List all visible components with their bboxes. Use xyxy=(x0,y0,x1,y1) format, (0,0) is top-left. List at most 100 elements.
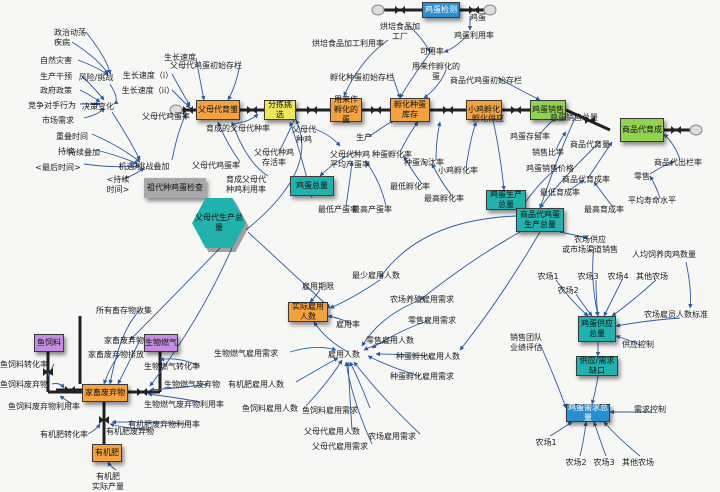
causal-link-25 xyxy=(405,23,431,53)
stock-egg-demand-total[interactable]: 鸡蛋需求总量 xyxy=(566,403,610,422)
var-sales-ratio: 销售比率 xyxy=(532,148,564,157)
stock-supply-demand-gap[interactable]: 供应/需求缺口 xyxy=(576,356,618,376)
causal-link-93 xyxy=(59,395,73,405)
var-time: <持续时间> xyxy=(106,175,130,194)
var-farm-employees: 农场雇员人数标准 xyxy=(644,310,708,319)
causal-link-60 xyxy=(611,279,657,317)
stock-bio-gas[interactable]: 生物燃气 xyxy=(144,334,178,352)
causal-link-21 xyxy=(217,121,241,163)
var-farm2: 农场2 xyxy=(557,286,579,295)
causal-link-107 xyxy=(247,231,331,309)
var-parent-egg-rate: 父母代鸡蛋率 xyxy=(142,112,190,121)
causal-link-65 xyxy=(590,375,599,405)
var-demand-control: 需求控制 xyxy=(634,405,666,414)
var-organic-rate: 有机肥转化率 xyxy=(40,430,88,439)
valve-storage xyxy=(371,106,381,114)
var-retail-employ-demand: 零售雇用需求 xyxy=(408,316,456,325)
causal-link-76 xyxy=(361,299,421,347)
causal-link-103 xyxy=(419,231,521,301)
stock-egg-production-total[interactable]: 鸡蛋生产总量 xyxy=(486,190,526,210)
causal-link-101 xyxy=(129,247,221,341)
var-employ-limit: 雇用期限 xyxy=(302,282,334,291)
var-other-farm: 其他农场 xyxy=(636,272,668,281)
stock-commercial-growing[interactable]: 商品代育成 xyxy=(620,118,664,142)
causal-link-95 xyxy=(149,383,209,392)
causal-link-13 xyxy=(171,113,187,161)
var-government-policy: 政府政策 xyxy=(40,86,72,95)
stock-commercial-egg-production[interactable]: 商品代鸡蛋生产总量 xyxy=(516,208,564,232)
causal-link-36 xyxy=(365,161,387,207)
causal-link-94 xyxy=(159,356,201,367)
causal-link-4 xyxy=(79,89,101,103)
causal-link-34 xyxy=(319,151,357,177)
stock-fish-feed[interactable]: 鱼饲料 xyxy=(34,334,64,352)
causal-link-90 xyxy=(103,353,121,385)
causal-link-54 xyxy=(559,231,589,240)
causal-link-58 xyxy=(595,279,600,317)
valve-hatching xyxy=(307,106,317,114)
causal-link-61 xyxy=(685,261,693,309)
stock-livestock-waste[interactable]: 家畜废弃物 xyxy=(82,384,128,402)
causal-link-75 xyxy=(313,321,349,353)
var-organic-waste: 有机肥废弃物 xyxy=(106,427,154,436)
var-growth-rate-ii: 生长速度（ii） xyxy=(121,86,175,95)
causal-link-68 xyxy=(549,421,573,437)
causal-link-2 xyxy=(77,59,109,77)
causal-link-100 xyxy=(107,461,117,471)
causal-link-46 xyxy=(555,131,567,151)
var-retail-employee: 零售雇用人数 xyxy=(366,336,414,345)
stock-parent-breeding[interactable]: 父母代育雏 xyxy=(196,100,240,120)
causal-link-105 xyxy=(379,215,517,279)
stock-hatching-egg[interactable]: 用来作孵化的蛋 xyxy=(330,95,362,124)
stock-chick-hatching[interactable]: 小鸡孵化 xyxy=(466,100,502,120)
var-chick-hatch-rate: 小鸡孵化率 xyxy=(438,166,478,175)
causal-link-80 xyxy=(367,355,421,377)
cloud-top-left xyxy=(371,4,385,16)
stock-organic-fertilizer[interactable]: 有机肥 xyxy=(92,444,122,462)
var-organic-employee: 有机肥雇用人数 xyxy=(228,380,284,389)
causal-link-99 xyxy=(111,419,187,425)
stock-egg-sales[interactable]: 鸡蛋销售 xyxy=(530,100,566,120)
flow-valves xyxy=(43,4,703,424)
var-max-hatch-rate: 最高孵化率 xyxy=(424,194,464,203)
causal-link-1 xyxy=(71,41,109,75)
causal-link-10 xyxy=(95,149,139,165)
causal-link-11 xyxy=(83,163,141,169)
var-organic-waste-use: 有机肥废弃物利用率 xyxy=(128,420,200,429)
stock-actual-employees[interactable]: 实际雇用人数 xyxy=(288,302,328,322)
stock-grading-selection[interactable]: 分拣挑选 xyxy=(264,100,296,120)
causal-link-84 xyxy=(349,361,371,409)
causal-link-30 xyxy=(423,69,447,99)
causal-link-6 xyxy=(83,107,105,119)
stock-egg-inspection[interactable]: 鸡蛋检测 xyxy=(422,2,460,18)
causal-link-92 xyxy=(51,383,65,389)
stock-egg-total[interactable]: 鸡蛋总量 xyxy=(290,176,334,196)
var-latest-time: <最后时间> xyxy=(35,163,81,172)
var-egg: 鸡蛋 xyxy=(470,13,486,22)
cloud-left xyxy=(169,104,183,116)
causal-link-52 xyxy=(649,161,675,175)
stock-egg-supply-total[interactable]: 鸡蛋供应总量 xyxy=(578,316,616,342)
stock-hatch-storage[interactable]: 孵化种蛋库存 xyxy=(390,98,430,122)
var-natural-disaster: 自然灾害 xyxy=(40,56,72,65)
var-opportunity-overlay: 机遇/挑战叠加 xyxy=(118,162,170,171)
var-commercial-egg-init: 商品代鸡蛋初始存栏 xyxy=(450,76,522,85)
var-d-farm1: 农场1 xyxy=(535,438,557,447)
var-raised-parent-rate: 育成的父母代种率 xyxy=(206,124,270,133)
causal-link-22 xyxy=(231,121,269,177)
var-hatch-supply: 孵化供应 xyxy=(472,114,504,123)
causal-link-57 xyxy=(575,293,593,317)
var-market: 零售 xyxy=(634,172,650,181)
causal-link-106 xyxy=(149,247,233,387)
cloud-top-right xyxy=(483,4,497,16)
stock-ancestor-inspection[interactable]: 祖代种鸡蛋检查 xyxy=(144,178,206,198)
causal-link-70 xyxy=(593,421,607,457)
valve-out xyxy=(671,126,681,134)
var-market-demand: 市场需求 xyxy=(42,116,74,125)
causal-link-73 xyxy=(309,289,321,303)
var-baking-plant: 烘培食品加工厂 xyxy=(380,22,420,41)
var-livestock-waste-rate: 家畜废弃物 xyxy=(104,336,144,345)
var-min-employee: 最少雇用人数 xyxy=(352,271,400,280)
var-hatch-eliminate: 种蛋淘汰率 xyxy=(404,158,444,167)
